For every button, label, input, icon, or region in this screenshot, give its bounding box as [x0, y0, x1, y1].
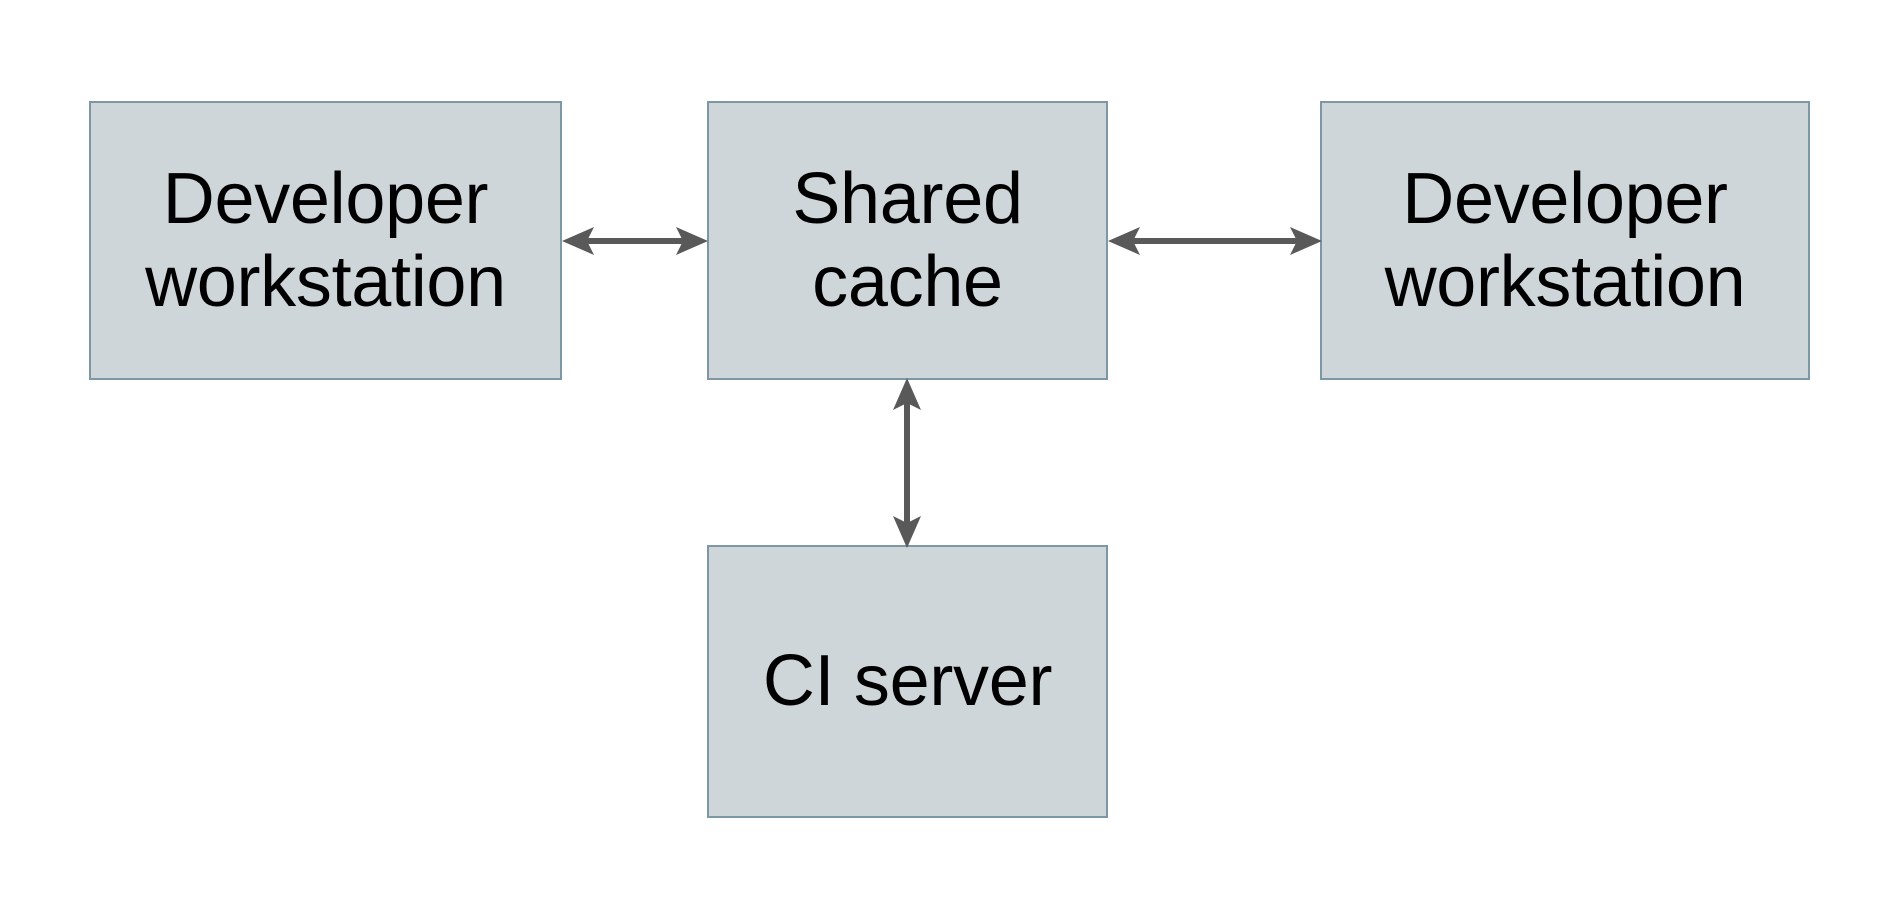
connector-dev-left-to-shared-cache[interactable]: [560, 212, 710, 270]
node-developer-workstation-right[interactable]: Developer workstation: [1320, 101, 1810, 380]
double-arrow-vertical-icon: [893, 378, 921, 548]
node-label: Developer workstation: [1384, 159, 1746, 322]
node-shared-cache[interactable]: Shared cache: [707, 101, 1108, 380]
node-label: CI server: [762, 641, 1053, 722]
node-label: Shared cache: [792, 159, 1023, 322]
connector-shared-cache-to-dev-right[interactable]: [1106, 212, 1324, 270]
double-arrow-horizontal-icon: [562, 227, 708, 255]
node-label: Developer workstation: [145, 159, 506, 322]
connector-shared-cache-to-ci-server[interactable]: [878, 376, 936, 550]
node-ci-server[interactable]: CI server: [707, 545, 1108, 818]
node-developer-workstation-left[interactable]: Developer workstation: [89, 101, 562, 380]
double-arrow-horizontal-icon: [1108, 227, 1322, 255]
